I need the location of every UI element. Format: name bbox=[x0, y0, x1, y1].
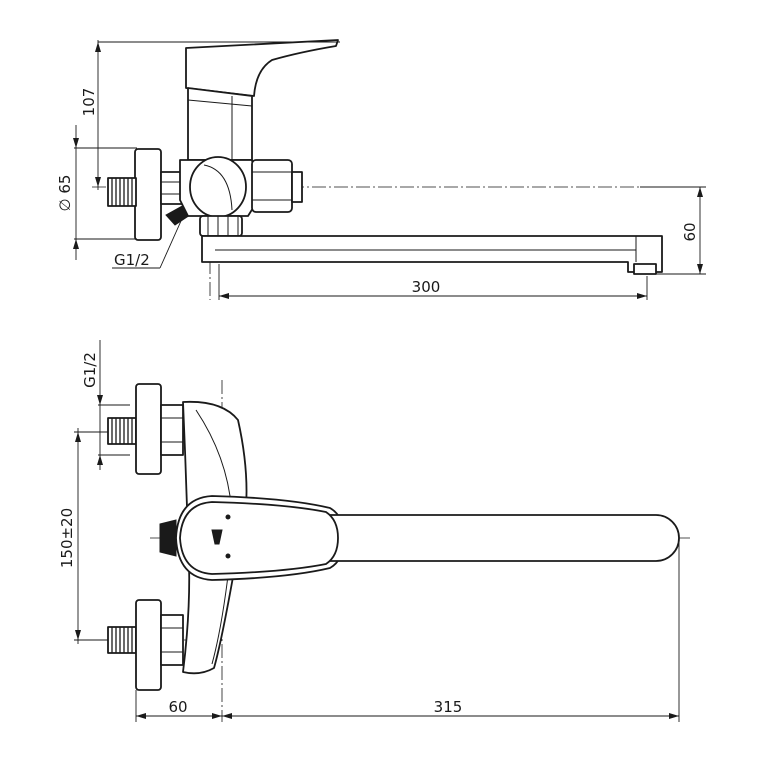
wall-flange bbox=[134, 148, 162, 241]
threaded-inlet bbox=[107, 177, 137, 207]
dim-spout-drop: 60 bbox=[681, 222, 699, 241]
handle-lever bbox=[185, 39, 339, 97]
upper-inlet bbox=[107, 383, 184, 475]
aerator bbox=[633, 263, 657, 275]
dim-spout-length-top: 300 bbox=[412, 278, 441, 296]
spout-front bbox=[329, 514, 680, 562]
diverter-knob bbox=[189, 156, 247, 218]
indicator-dot-bottom bbox=[225, 553, 231, 559]
indicator-dot-top bbox=[225, 514, 231, 520]
side-knob bbox=[159, 519, 177, 557]
handle-cap-front bbox=[179, 501, 339, 575]
cartridge-housing bbox=[187, 87, 253, 161]
spout-collar bbox=[199, 215, 243, 237]
outlet-cap bbox=[291, 171, 303, 203]
outlet-hex bbox=[251, 159, 293, 213]
dim-top-height: 107 bbox=[80, 88, 98, 117]
dim-flange-diameter: ∅ 65 bbox=[56, 175, 74, 212]
dim-thread-top: G1/2 bbox=[114, 251, 150, 269]
brand-logo bbox=[211, 529, 223, 545]
dim-wall-offset: 60 bbox=[168, 698, 187, 716]
dim-inlet-spacing: 150±20 bbox=[58, 508, 76, 568]
dim-spout-length-front: 315 bbox=[434, 698, 463, 716]
lower-inlet bbox=[107, 599, 184, 691]
dim-thread-front: G1/2 bbox=[81, 352, 99, 388]
side-view: 107 ∅ 65 G1/2 60 300 bbox=[56, 39, 706, 300]
front-view: G1/2 150±20 60 315 bbox=[58, 340, 690, 722]
spout-tube bbox=[201, 235, 663, 273]
